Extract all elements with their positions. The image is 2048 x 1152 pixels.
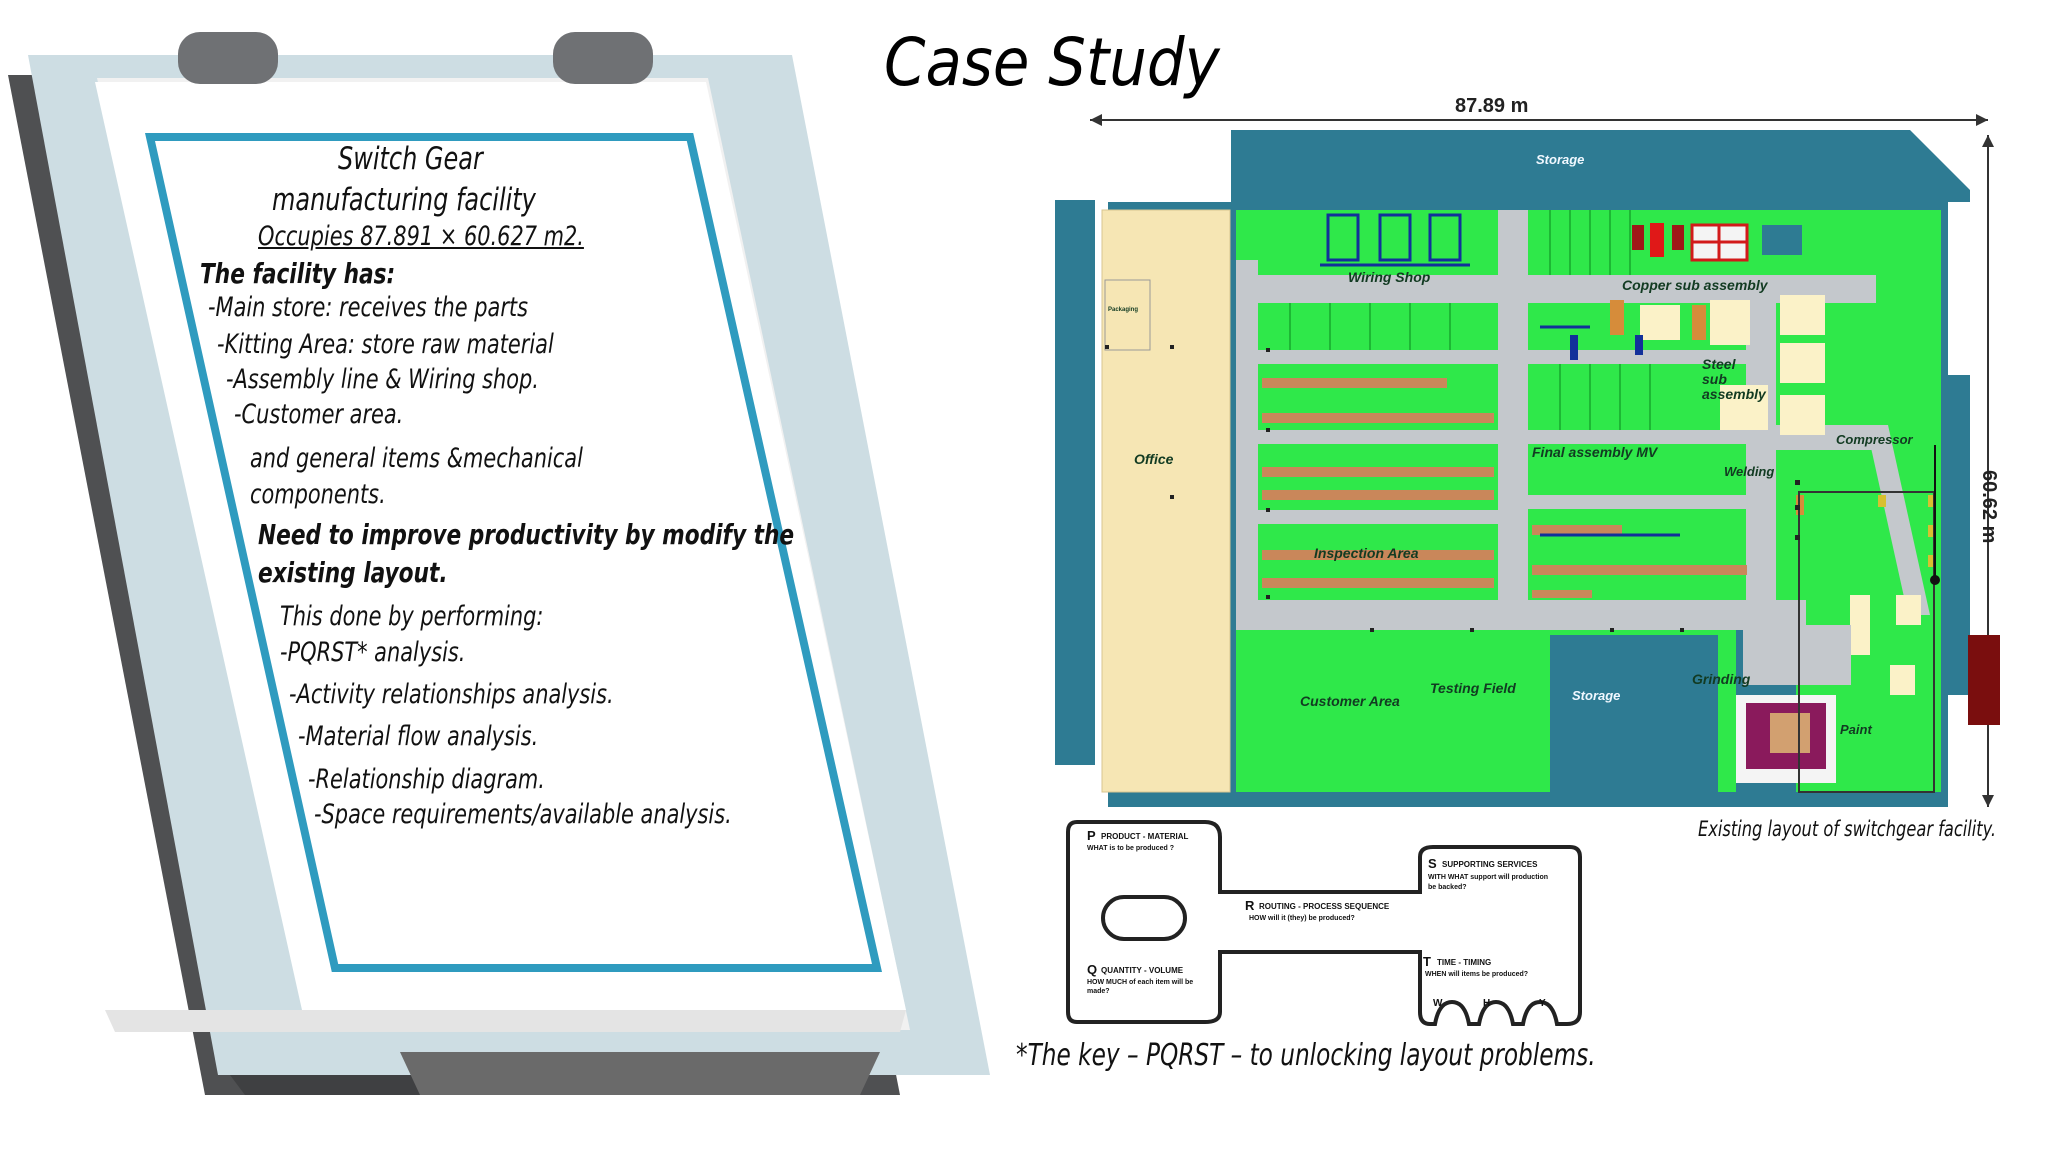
key-h: H bbox=[1483, 998, 1491, 1009]
height-dimension-label: 60.62 m bbox=[1978, 470, 2000, 544]
analysis-item: -Relationship diagram. bbox=[308, 764, 545, 795]
facility-has-heading: The facility has: bbox=[200, 257, 396, 290]
clipboard-graphic bbox=[8, 32, 990, 1095]
area-paint: Paint bbox=[1840, 722, 1872, 737]
floor-plan-graphic bbox=[1055, 114, 2000, 807]
key-letter-s: S bbox=[1428, 856, 1437, 871]
area-office: Office bbox=[1134, 451, 1174, 467]
area-welding: Welding bbox=[1724, 464, 1775, 479]
page-title: Case Study bbox=[884, 24, 1220, 101]
key-s-question: WITH WHAT support will production be bac… bbox=[1428, 874, 1549, 891]
key-y: Y bbox=[1539, 998, 1546, 1009]
key-r-head: ROUTING - PROCESS SEQUENCE bbox=[1259, 902, 1390, 911]
facility-item: -Customer area. bbox=[234, 399, 404, 430]
key-w: W bbox=[1433, 998, 1443, 1009]
area-wiring-shop: Wiring Shop bbox=[1348, 269, 1431, 285]
facility-item: -Kitting Area: store raw material bbox=[217, 329, 554, 360]
area-inspection: Inspection Area bbox=[1314, 545, 1419, 561]
analysis-item: -Material flow analysis. bbox=[298, 721, 539, 752]
area-final-assembly: Final assembly MV bbox=[1532, 444, 1658, 460]
area-steel: Steel sub assembly bbox=[1702, 356, 1766, 402]
key-letter-t: T bbox=[1423, 954, 1431, 969]
facility-item: -Main store: receives the parts bbox=[208, 292, 528, 323]
key-t-head: TIME - TIMING bbox=[1437, 958, 1492, 967]
area-packaging: Packaging bbox=[1108, 307, 1139, 313]
area-testing: Testing Field bbox=[1430, 680, 1516, 696]
key-caption: *The key – PQRST – to unlocking layout p… bbox=[1016, 1038, 1596, 1073]
key-p-question: WHAT is to be produced ? bbox=[1087, 845, 1174, 852]
area-grinding: Grinding bbox=[1692, 671, 1751, 687]
key-p-head: PRODUCT - MATERIAL bbox=[1101, 832, 1189, 841]
key-q-head: QUANTITY - VOLUME bbox=[1101, 966, 1184, 975]
need-line2: existing layout. bbox=[258, 556, 448, 589]
need-line1: Need to improve productivity by modify t… bbox=[258, 518, 795, 551]
key-s-head: SUPPORTING SERVICES bbox=[1442, 860, 1538, 869]
pqrst-key: P PRODUCT - MATERIAL WHAT is to be produ… bbox=[1065, 812, 1585, 1027]
heading-line1: Switch Gear bbox=[338, 141, 483, 177]
occupies-text: Occupies 87.891 × 60.627 m2. bbox=[258, 221, 584, 252]
analysis-item: -Activity relationships analysis. bbox=[289, 679, 614, 710]
key-letter-p: P bbox=[1087, 828, 1096, 843]
area-copper: Copper sub assembly bbox=[1622, 277, 1768, 293]
width-dimension-label: 87.89 m bbox=[1455, 95, 1529, 117]
key-letter-r: R bbox=[1245, 898, 1255, 913]
clip-right bbox=[553, 32, 653, 84]
analysis-item: -Space requirements/available analysis. bbox=[314, 799, 732, 830]
clipboard: Switch Gear manufacturing facility Occup… bbox=[0, 0, 1000, 1152]
general-line2: components. bbox=[250, 479, 386, 510]
area-compressor: Compressor bbox=[1836, 432, 1913, 447]
area-customer: Customer Area bbox=[1300, 693, 1400, 709]
area-storage-top: Storage bbox=[1536, 152, 1585, 167]
done-by-text: This done by performing: bbox=[280, 601, 544, 632]
facility-layout: 87.89 m 60.62 m Storage Packaging Office… bbox=[1050, 95, 2000, 815]
layout-caption: Existing layout of switchgear facility. bbox=[1698, 817, 1997, 841]
key-r-question: HOW will it (they) be produced? bbox=[1249, 915, 1355, 922]
key-t-question: WHEN will items be produced? bbox=[1425, 971, 1529, 978]
key-graphic bbox=[1066, 820, 1582, 1026]
clip-left bbox=[178, 32, 278, 84]
key-letter-q: Q bbox=[1087, 962, 1098, 977]
analysis-item: -PQRST* analysis. bbox=[280, 637, 466, 668]
heading-line2: manufacturing facility bbox=[272, 182, 536, 218]
key-q-question: HOW MUCH of each item will be made? bbox=[1087, 979, 1194, 995]
facility-item: -Assembly line & Wiring shop. bbox=[226, 364, 539, 395]
general-line1: and general items &mechanical bbox=[250, 443, 583, 474]
area-storage-bottom: Storage bbox=[1572, 688, 1621, 703]
